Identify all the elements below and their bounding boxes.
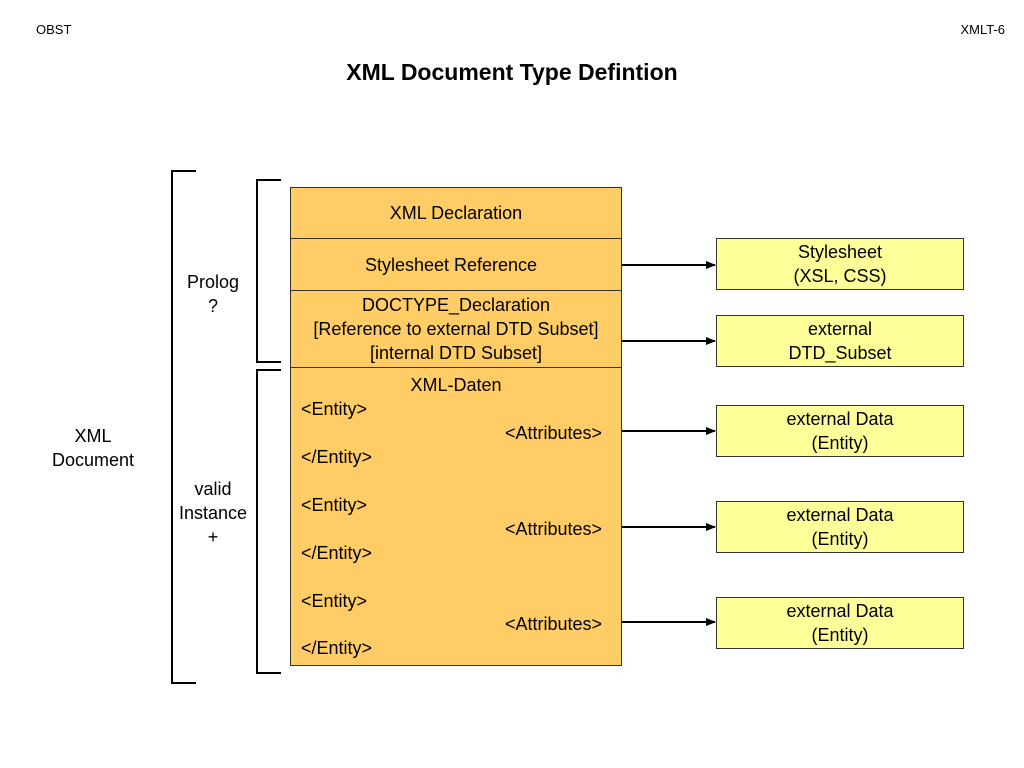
- external-dtd-subset-box: external DTD_Subset: [716, 315, 964, 367]
- external-data-box-1: external Data (Entity): [716, 405, 964, 457]
- stylesheet-reference-text: Stylesheet Reference: [364, 254, 538, 275]
- entity-open-2: <Entity>: [301, 495, 368, 515]
- xml-document-label-line2: Document: [51, 450, 135, 470]
- doctype-line3: [internal DTD Subset]: [369, 343, 543, 363]
- valid-instance-label: valid Instance +: [170, 477, 256, 549]
- valid-instance-label-line3: +: [207, 527, 219, 547]
- valid-instance-label-line1: valid: [194, 479, 232, 499]
- entity-attributes-2: <Attributes>: [505, 519, 603, 539]
- prolog-label-line2: ?: [207, 296, 218, 316]
- xml-declaration-cell: XML Declaration: [290, 187, 622, 239]
- header-left-label: OBST: [36, 22, 72, 37]
- prolog-label: Prolog ?: [178, 270, 248, 318]
- entity-open-3: <Entity>: [301, 591, 368, 611]
- xml-document-label: XML Document: [40, 424, 146, 472]
- external-data-box-2: external Data (Entity): [716, 501, 964, 553]
- entity-attributes-3: <Attributes>: [505, 614, 603, 634]
- xml-data-cell: XML-Daten <Entity> <Attributes> </Entity…: [290, 367, 622, 666]
- entity-close-3: </Entity>: [301, 638, 373, 658]
- stylesheet-box: Stylesheet (XSL, CSS): [716, 238, 964, 290]
- prolog-label-line1: Prolog: [186, 272, 240, 292]
- stylesheet-reference-cell: Stylesheet Reference: [290, 238, 622, 291]
- entity-close-2: </Entity>: [301, 543, 373, 563]
- external-data-2-line1: external Data: [786, 505, 894, 525]
- external-data-box-3: external Data (Entity): [716, 597, 964, 649]
- external-data-3-line1: external Data: [786, 601, 894, 621]
- external-data-1-line1: external Data: [786, 409, 894, 429]
- doctype-line1: DOCTYPE_Declaration: [361, 295, 551, 315]
- instance-bracket: [256, 369, 281, 674]
- dtd-subset-box-line2: DTD_Subset: [788, 343, 892, 363]
- page-title: XML Document Type Defintion: [346, 59, 678, 85]
- external-data-2-line2: (Entity): [811, 529, 869, 549]
- xml-document-bracket: [171, 170, 196, 684]
- xml-declaration-text: XML Declaration: [389, 203, 523, 223]
- prolog-bracket: [256, 179, 281, 363]
- stylesheet-box-line2: (XSL, CSS): [793, 266, 887, 286]
- xml-document-label-line1: XML: [74, 426, 112, 446]
- xml-data-heading: XML-Daten: [410, 375, 502, 395]
- external-data-1-line2: (Entity): [811, 433, 869, 453]
- valid-instance-label-line2: Instance: [178, 503, 248, 523]
- doctype-declaration-cell: DOCTYPE_Declaration [Reference to extern…: [290, 290, 622, 368]
- stylesheet-box-line1: Stylesheet: [797, 242, 883, 262]
- dtd-subset-box-line1: external: [807, 319, 873, 339]
- entity-open-1: <Entity>: [301, 399, 368, 419]
- entity-attributes-1: <Attributes>: [505, 423, 603, 443]
- header-right-label: XMLT-6: [960, 22, 1005, 37]
- entity-close-1: </Entity>: [301, 447, 373, 467]
- doctype-line2: [Reference to external DTD Subset]: [313, 319, 599, 339]
- external-data-3-line2: (Entity): [811, 625, 869, 645]
